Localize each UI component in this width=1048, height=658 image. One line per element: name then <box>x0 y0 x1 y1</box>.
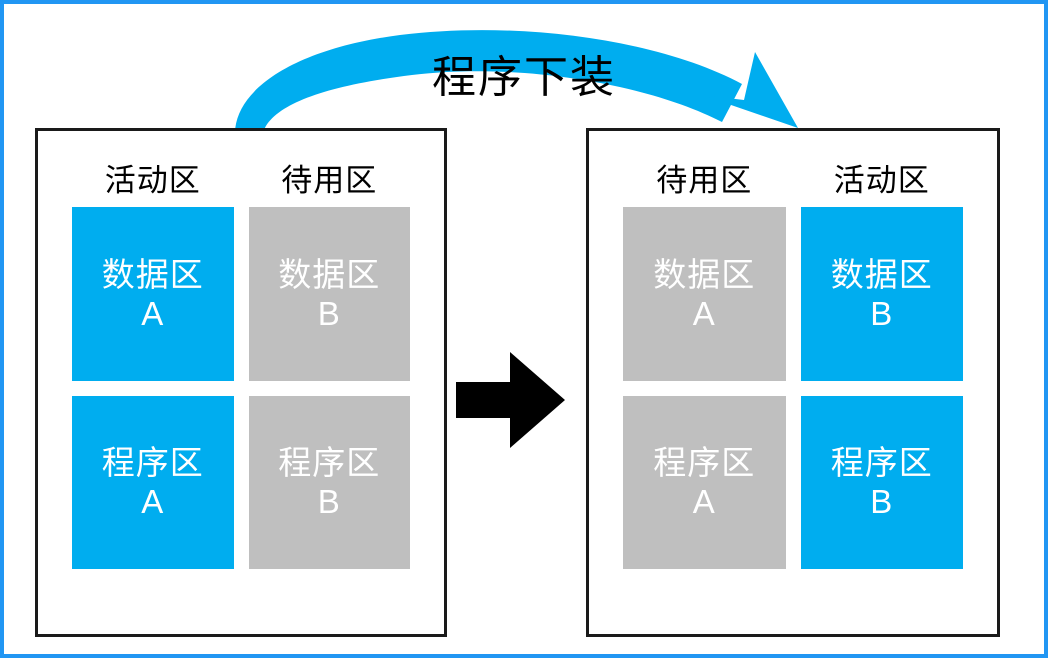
memory-grid-before: 数据区 A 程序区 A 数据区 B 程序区 B <box>72 207 410 569</box>
memory-panel-after: 待用区 活动区 数据区 A 程序区 A 数据区 <box>586 128 1000 637</box>
memory-cell-title: 程序区 <box>830 444 933 482</box>
memory-cell-program-b-after[interactable]: 程序区 B <box>800 395 963 569</box>
column-header-active-before: 活动区 <box>104 163 201 198</box>
column-header-idle-after: 待用区 <box>656 163 753 198</box>
column-headers-before: 活动区 待用区 <box>72 163 410 207</box>
memory-cell-suffix: A <box>141 483 165 521</box>
memory-cell-suffix: B <box>317 483 341 521</box>
memory-cell-title: 数据区 <box>278 255 381 293</box>
memory-column-idle-before: 数据区 B 程序区 B <box>248 207 410 569</box>
memory-panel-before: 活动区 待用区 数据区 A 程序区 A 数据区 <box>35 128 447 637</box>
memory-cell-title: 程序区 <box>101 444 204 482</box>
memory-cell-program-a-after[interactable]: 程序区 A <box>623 395 786 569</box>
column-headers-after: 待用区 活动区 <box>623 163 963 207</box>
memory-cell-title: 数据区 <box>830 255 933 293</box>
memory-cell-suffix: B <box>870 294 894 332</box>
column-header-idle-before: 待用区 <box>281 163 378 198</box>
memory-cell-suffix: B <box>870 483 894 521</box>
memory-cell-data-b-before[interactable]: 数据区 B <box>248 207 410 381</box>
memory-column-idle-after: 数据区 A 程序区 A <box>623 207 786 569</box>
memory-cell-data-b-after[interactable]: 数据区 B <box>800 207 963 381</box>
memory-cell-suffix: A <box>141 294 165 332</box>
memory-cell-data-a-after[interactable]: 数据区 A <box>623 207 786 381</box>
memory-column-active-after: 数据区 B 程序区 B <box>800 207 963 569</box>
memory-cell-suffix: A <box>692 294 716 332</box>
memory-column-active-before: 数据区 A 程序区 A <box>72 207 234 569</box>
column-header-active-after: 活动区 <box>833 163 930 198</box>
memory-cell-suffix: B <box>317 294 341 332</box>
memory-grid-after: 数据区 A 程序区 A 数据区 B 程序区 B <box>623 207 963 569</box>
panel-foot-after <box>623 569 963 603</box>
memory-cell-title: 数据区 <box>653 255 756 293</box>
memory-cell-title: 程序区 <box>278 444 381 482</box>
memory-cell-program-b-before[interactable]: 程序区 B <box>248 395 410 569</box>
flow-title: 程序下装 <box>432 53 616 102</box>
memory-cell-program-a-before[interactable]: 程序区 A <box>72 395 234 569</box>
memory-cell-title: 程序区 <box>653 444 756 482</box>
memory-cell-suffix: A <box>692 483 716 521</box>
memory-cell-data-a-before[interactable]: 数据区 A <box>72 207 234 381</box>
memory-cell-title: 数据区 <box>101 255 204 293</box>
panel-foot-before <box>72 569 410 603</box>
